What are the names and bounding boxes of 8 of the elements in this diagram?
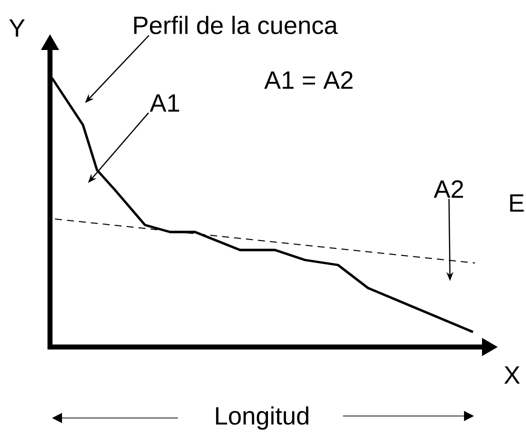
callout-text: Perfil de la cuenca [134,16,338,34]
x-axis-label: X [504,366,520,384]
y-axis-label: Y [9,19,25,37]
formula-label: A1 = A2 [264,71,353,89]
callout-text: A2 [434,180,464,198]
cut-letter: E [510,194,524,212]
callout-text: A1 [150,94,180,112]
dimension-label: Longitud [216,406,308,430]
